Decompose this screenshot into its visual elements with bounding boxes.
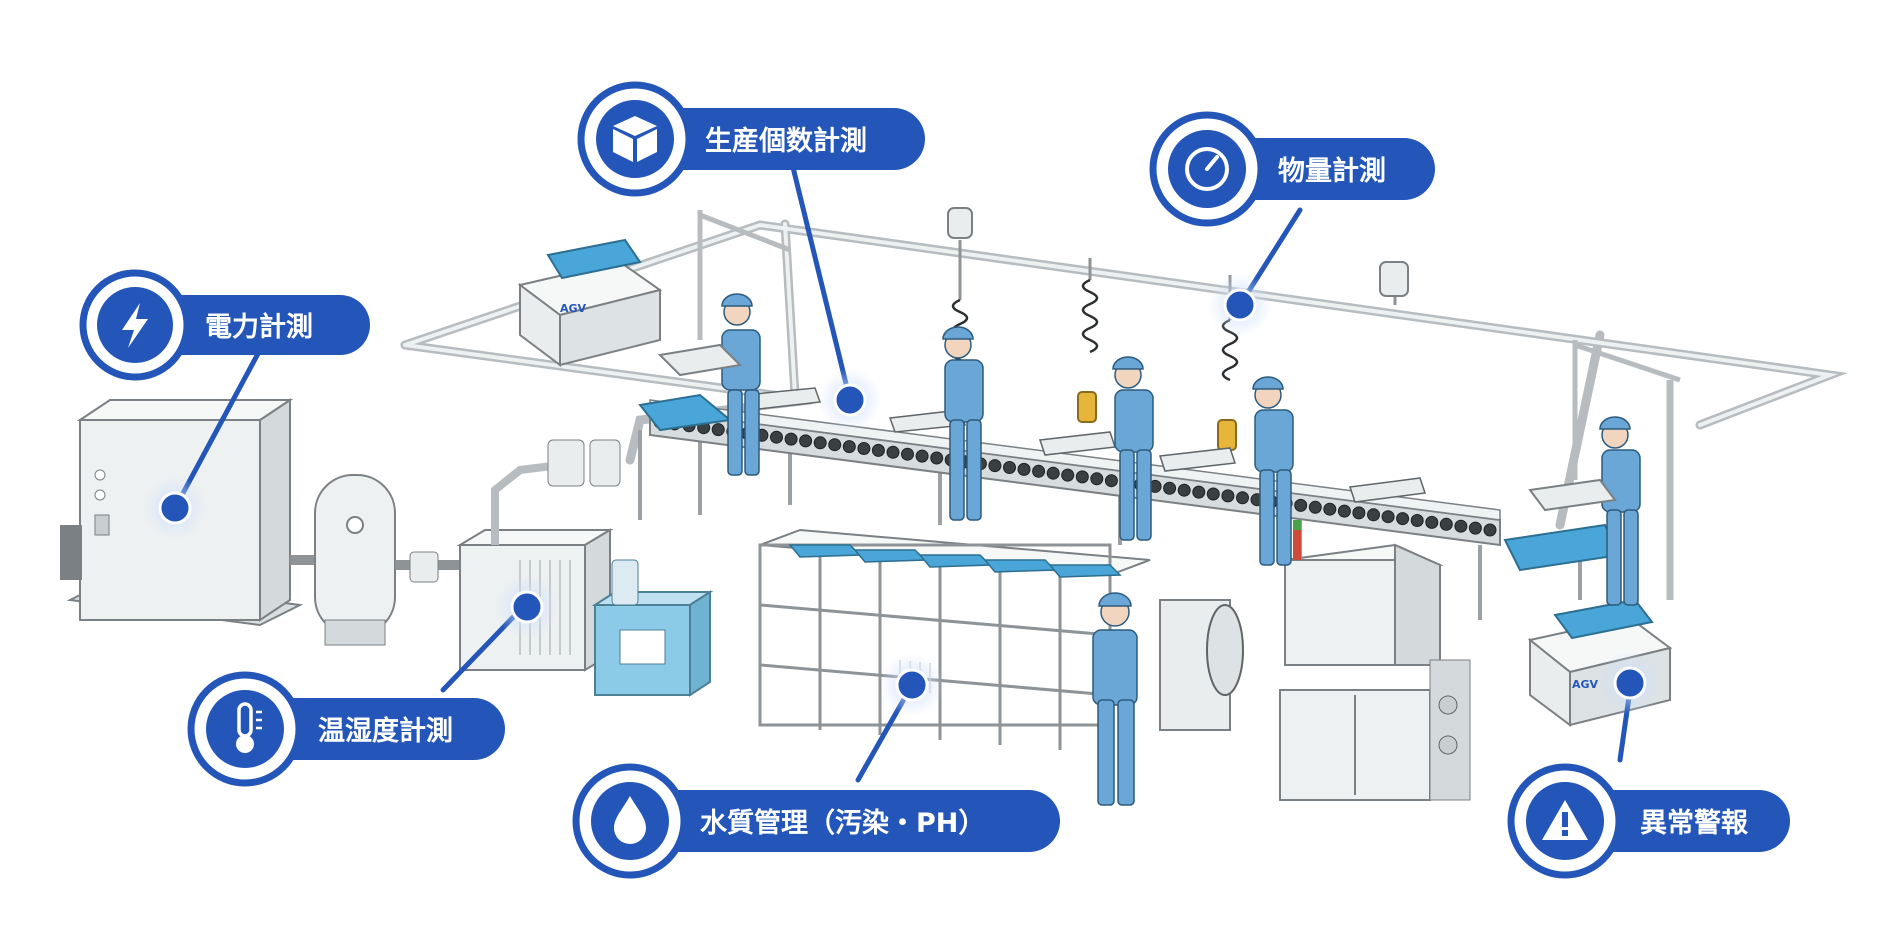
callout-power[interactable]: 電力計測 [79, 269, 370, 381]
worker-5 [1599, 416, 1641, 606]
conveyor-roller [1090, 472, 1104, 486]
conveyor-roller [1003, 461, 1016, 474]
conveyor-roller [1163, 481, 1177, 495]
conveyor-roller [857, 442, 871, 455]
conveyor-roller [901, 447, 914, 461]
conveyor-roller [1483, 523, 1497, 537]
callout-production-label: 生産個数計測 [705, 125, 867, 157]
conveyor-roller [1294, 498, 1308, 512]
conveyor-roller [1396, 512, 1410, 526]
workers [721, 293, 1641, 806]
conveyor-roller [828, 438, 842, 452]
callout-alarm-label: 異常警報 [1640, 808, 1749, 839]
conveyor-roller [1192, 485, 1206, 499]
conveyor-roller [1454, 519, 1468, 533]
conveyor-roller [930, 451, 944, 465]
conveyor-roller [1221, 489, 1235, 503]
callout-water-label: 水質管理（汚染・PH） [700, 808, 985, 839]
gauge-icon [1185, 147, 1229, 191]
conveyor-roller [1104, 474, 1118, 488]
conveyor-roller [711, 423, 725, 437]
conveyor-roller [1061, 468, 1075, 482]
conveyor-roller [1236, 491, 1249, 505]
thermometer-icon [236, 702, 262, 753]
workbench-right [1528, 340, 1681, 600]
air-hose-2 [1077, 258, 1099, 423]
water-treatment-unit [591, 559, 714, 697]
workbench-left [657, 210, 791, 377]
conveyor-roller [1381, 510, 1395, 524]
callout-water[interactable]: 水質管理（汚染・PH） [572, 763, 1060, 879]
conveyor-roller [813, 436, 827, 450]
water-drop-icon [614, 796, 646, 844]
conveyor-roller [1075, 470, 1089, 484]
conveyor-roller [1337, 504, 1351, 518]
callout-power-label: 電力計測 [205, 311, 313, 343]
agv-top: AGV [517, 238, 663, 367]
conveyor-roller [842, 440, 856, 454]
agv-label-bottom: AGV [1572, 678, 1599, 691]
washing-line [758, 528, 1244, 750]
agv-label-top: AGV [560, 302, 587, 315]
box-icon [613, 116, 657, 162]
conveyor-roller [1439, 517, 1453, 531]
lightning-icon [122, 303, 148, 348]
conveyor-roller [1410, 514, 1424, 527]
worker-4 [1252, 376, 1294, 566]
conveyor-roller [784, 432, 798, 446]
air-filter-right [1379, 261, 1409, 305]
worker-6 [1092, 592, 1138, 806]
conveyor-roller [1032, 464, 1046, 478]
conveyor-roller [1468, 521, 1482, 535]
hotspots [143, 273, 1662, 717]
callout-quantity[interactable]: 物量計測 [1149, 111, 1435, 227]
callout-temp[interactable]: 温湿度計測 [187, 671, 505, 787]
conveyor-roller [1308, 500, 1322, 514]
worker-2 [942, 326, 984, 521]
conveyor-roller [1425, 515, 1439, 529]
worker-1 [721, 293, 761, 476]
conveyor-roller [1017, 462, 1031, 476]
conveyor-roller [1352, 506, 1366, 520]
worker-3 [1112, 356, 1154, 541]
callout-quantity-label: 物量計測 [1278, 155, 1386, 187]
conveyor-roller [1177, 483, 1191, 497]
callout-temp-label: 温湿度計測 [318, 715, 453, 747]
conveyor-roller [1206, 487, 1220, 501]
conveyor-roller [988, 459, 1002, 473]
assembly-machine [1279, 520, 1471, 801]
air-tank [290, 474, 470, 646]
conveyor-roller [915, 449, 929, 463]
conveyor-roller [1046, 466, 1060, 480]
callout-alarm[interactable]: 異常警報 [1507, 763, 1790, 879]
warning-icon [1542, 800, 1588, 840]
conveyor-roller [1323, 502, 1337, 516]
conveyor-roller [770, 430, 783, 444]
callout-production[interactable]: 生産個数計測 [577, 81, 925, 197]
conveyor-roller [1367, 508, 1380, 522]
conveyor-roller [886, 445, 900, 459]
conveyor-roller [799, 434, 813, 448]
conveyor-roller [871, 443, 885, 457]
